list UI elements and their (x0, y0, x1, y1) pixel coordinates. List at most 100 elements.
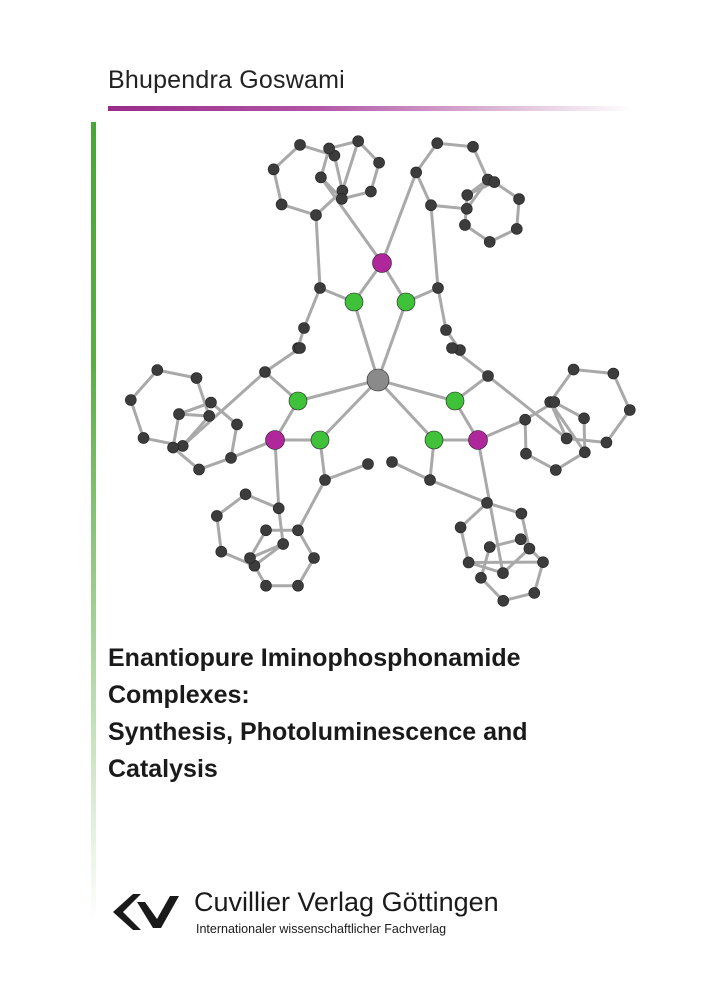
molecule-bond (429, 203, 469, 211)
phosphorus-atom (372, 253, 392, 273)
title-line: Enantiopure Iminophosphonamide (108, 644, 521, 672)
carbon-atom (176, 440, 189, 452)
carbon-atom (550, 464, 562, 476)
molecule-bond (414, 141, 439, 174)
carbon-atom (520, 447, 532, 460)
molecule-bond (459, 501, 489, 529)
carbon-atom (513, 193, 525, 205)
carbon-atom (519, 413, 531, 426)
carbon-atom (461, 189, 474, 201)
carbon-atom (497, 594, 510, 607)
carbon-atom (308, 552, 320, 564)
carbon-atom (319, 474, 331, 486)
carbon-atom (173, 408, 185, 420)
title-line: Catalysis (108, 755, 218, 783)
carbon-atom (352, 135, 364, 147)
molecule-bond (155, 368, 198, 380)
carbon-atom (315, 171, 327, 184)
title-line: Complexes: (108, 681, 250, 709)
molecule-bond (244, 492, 281, 510)
nitrogen-atom (310, 430, 330, 450)
carbon-atom (225, 452, 237, 464)
carbon-atom (410, 166, 422, 179)
carbon-atom (510, 223, 523, 235)
carbon-atom (362, 458, 374, 470)
carbon-atom (314, 282, 326, 294)
nitrogen-atom (445, 391, 465, 411)
carbon-atom (259, 366, 271, 378)
molecule-bond (273, 438, 281, 510)
carbon-atom (203, 410, 216, 422)
carbon-atom (215, 545, 228, 558)
carbon-atom (239, 488, 252, 501)
molecule-bond (486, 374, 569, 440)
carbon-atom (294, 139, 306, 151)
carbon-atom (386, 456, 398, 468)
molecule-bond (428, 478, 489, 505)
nitrogen-atom (424, 430, 444, 450)
molecule-bond (272, 143, 302, 171)
cuvillier-logo-icon (113, 894, 179, 930)
molecule-bond (352, 300, 380, 382)
carbon-atom (336, 193, 348, 205)
molecule-bond (414, 170, 433, 207)
molecule-bond (215, 492, 248, 518)
carbon-atom (579, 446, 591, 459)
carbon-atom (475, 572, 487, 584)
molecule-bond (194, 376, 211, 418)
carbon-atom (607, 367, 620, 380)
carbon-atom (190, 372, 203, 384)
molecule-bond (181, 370, 267, 448)
molecule-bond (519, 512, 531, 551)
carbon-atom (277, 538, 289, 550)
carbon-atom (124, 394, 137, 406)
molecule-bond (323, 462, 370, 482)
carbon-atom (560, 432, 573, 445)
molecule-bond (429, 203, 440, 290)
molecule-bond (376, 378, 457, 403)
carbon-atom (548, 396, 560, 408)
molecule-bond (314, 213, 322, 290)
molecule-bond (376, 378, 436, 442)
carbon-atom (244, 552, 256, 564)
nitrogen-atom (288, 391, 308, 411)
carbon-atom (462, 556, 475, 569)
carbon-atom (454, 521, 467, 534)
molecule-bond (129, 398, 146, 440)
molecule-illustration (124, 135, 636, 607)
molecule-bond (485, 501, 523, 516)
carbon-atom (211, 510, 223, 522)
carbon-atom (193, 463, 205, 476)
molecule-bond (611, 372, 632, 412)
carbon-atom (483, 541, 496, 553)
molecule-bond (376, 300, 408, 382)
molecule-bond (467, 560, 505, 575)
carbon-atom (424, 474, 436, 486)
carbon-atom (514, 533, 527, 546)
molecule-bond (565, 436, 608, 444)
carbon-atom (440, 324, 452, 336)
molecule-bond (318, 378, 380, 442)
carbon-atom (292, 524, 304, 537)
carbon-atom (467, 140, 479, 153)
molecule-bond (277, 506, 285, 546)
molecule-bond (548, 400, 587, 454)
molecule-bond (459, 525, 471, 564)
publisher-name: Cuvillier Verlag Göttingen (194, 887, 499, 917)
molecule-bond (332, 154, 344, 193)
carbon-atom (310, 209, 322, 221)
carbon-atom (205, 396, 217, 409)
phosphorus-atom (468, 430, 488, 450)
top-accent-rule (108, 106, 633, 111)
carbon-atom (600, 436, 613, 449)
carbon-atom (298, 322, 310, 334)
molecule-bond (380, 170, 418, 265)
carbon-atom (267, 163, 280, 176)
carbon-atom (231, 418, 243, 431)
carbon-atom (459, 219, 471, 231)
carbon-atom (365, 185, 377, 198)
publisher-tagline: Internationaler wissenschaftlicher Fachv… (196, 922, 447, 936)
molecule-bond (436, 286, 448, 332)
molecule-bond (129, 368, 159, 402)
molecule-bond (319, 175, 384, 265)
